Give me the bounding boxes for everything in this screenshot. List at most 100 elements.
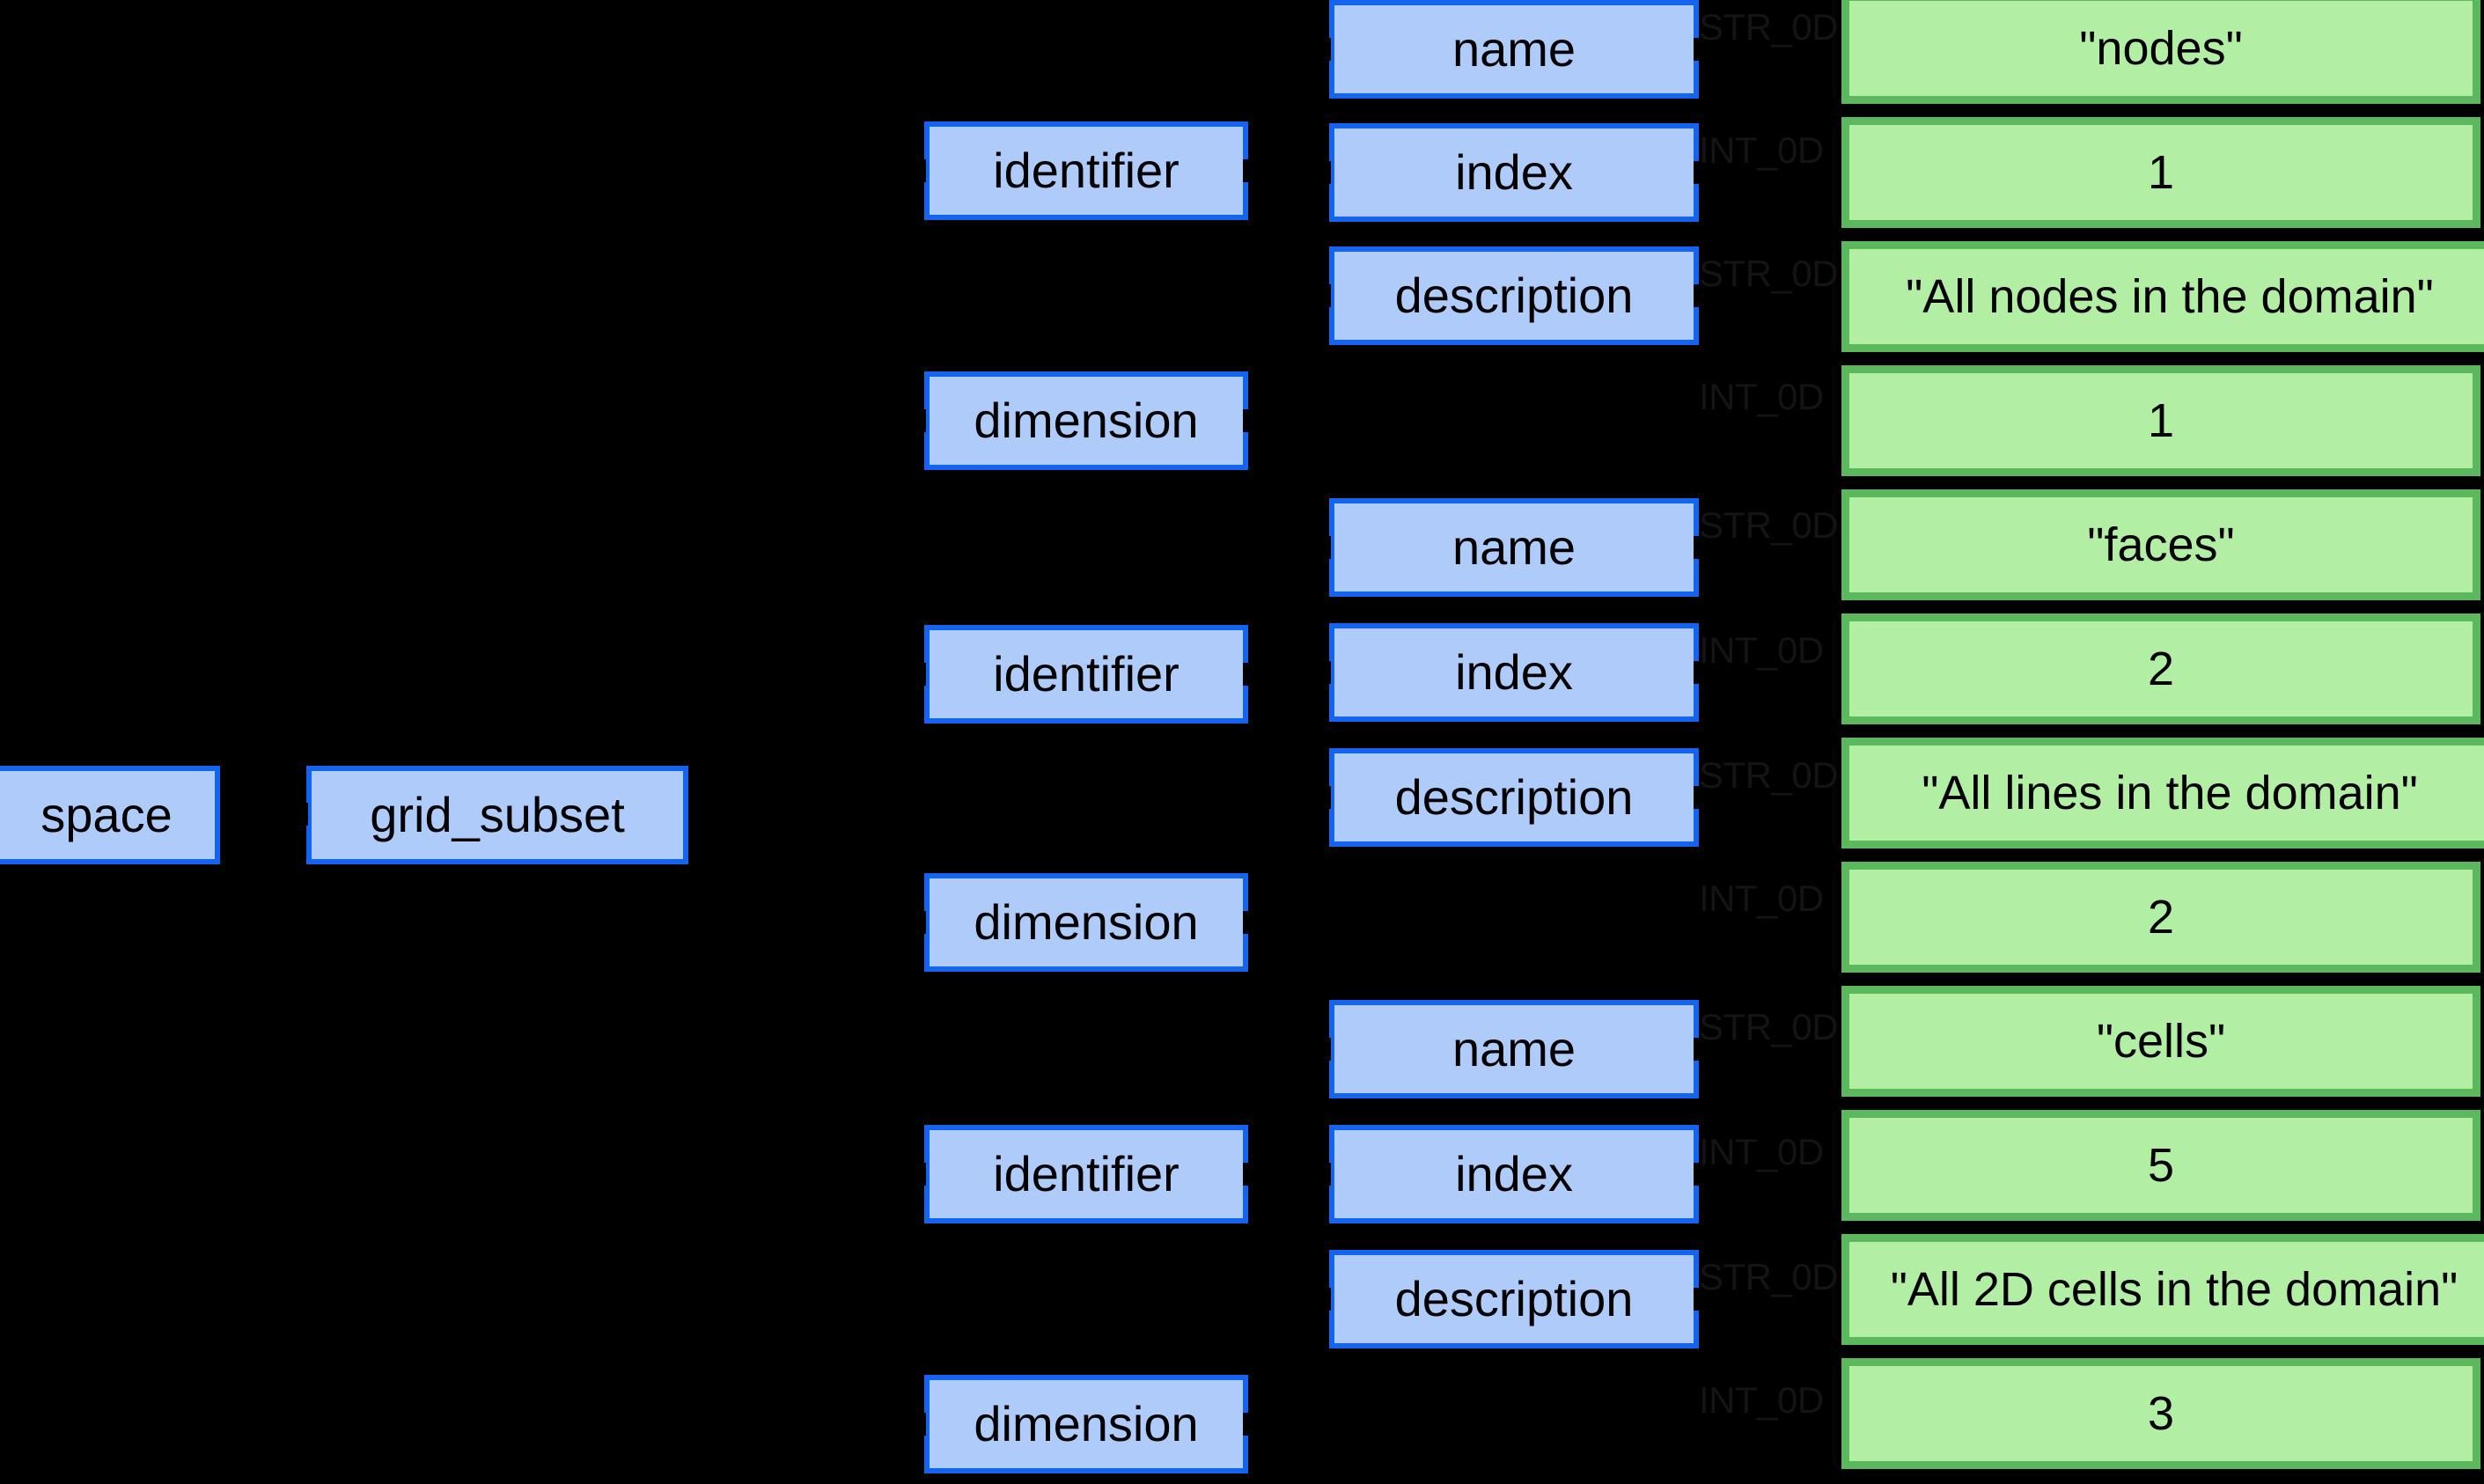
edge-stub-identifier-1-left [917, 159, 926, 182]
node-identifier-1-label: identifier [993, 143, 1180, 198]
value-node-2-text: 1 [2147, 146, 2175, 199]
edge-stub-index-3-right [1694, 1163, 1702, 1186]
edge-stub-name-1-right [1694, 38, 1702, 61]
edge-stub-dimension-3-left [917, 1413, 926, 1436]
value-node-8[interactable]: 2 [1841, 862, 2480, 973]
value-node-5[interactable]: "faces" [1841, 489, 2480, 600]
edge-stub-description-3-left [1322, 1288, 1331, 1311]
edge-label-type-8: INT_0D [1699, 878, 1824, 919]
node-dimension-3[interactable]: dimension [924, 1375, 1248, 1473]
edge-stub-description-2-left [1322, 786, 1331, 809]
edge-stub-index-2-right [1694, 661, 1702, 684]
edge-stub-identifier-3-right [1243, 1163, 1252, 1186]
value-node-10-text: 5 [2147, 1139, 2175, 1192]
edge-stub-name-3-right [1694, 1038, 1702, 1061]
value-node-11-text: "All 2D cells in the domain" [1890, 1263, 2458, 1316]
node-index-3-label: index [1455, 1146, 1573, 1201]
value-node-9-text: "cells" [2096, 1015, 2226, 1068]
node-name-2[interactable]: name [1329, 498, 1699, 597]
edge-stub-identifier-1-right [1243, 159, 1252, 182]
node-identifier-3[interactable]: identifier [924, 1125, 1248, 1223]
node-description-1-label: description [1394, 268, 1634, 323]
node-identifier-2[interactable]: identifier [924, 625, 1248, 724]
node-grid-subset[interactable]: grid_subset [306, 766, 688, 864]
edge-label-type-5: STR_0D [1699, 504, 1839, 546]
node-description-3-label: description [1394, 1271, 1634, 1326]
edge-label-type-11: STR_0D [1699, 1256, 1839, 1297]
edge-stub-dimension-1-right [1243, 409, 1252, 432]
value-node-11[interactable]: "All 2D cells in the domain" [1841, 1234, 2484, 1345]
node-index-1-label: index [1455, 144, 1573, 200]
node-name-3-label: name [1451, 1021, 1576, 1076]
value-node-8-text: 2 [2147, 891, 2175, 944]
node-space[interactable]: space [0, 766, 220, 864]
edge-label-type-3: STR_0D [1699, 253, 1839, 294]
edge-label-type-10: INT_0D [1699, 1131, 1824, 1172]
value-node-4-text: 1 [2147, 394, 2175, 447]
edge-label-type-2: INT_0D [1699, 129, 1824, 171]
node-description-1[interactable]: description [1329, 246, 1699, 345]
edge-stub-name-1-left [1322, 38, 1331, 61]
node-dimension-3-label: dimension [974, 1396, 1199, 1451]
edge-stub-grid-subset-right [688, 803, 697, 826]
edge-label-type-6: INT_0D [1699, 629, 1824, 671]
value-node-4[interactable]: 1 [1841, 365, 2480, 476]
edge-stub-index-1-left [1322, 161, 1331, 184]
node-index-1[interactable]: index [1329, 123, 1699, 222]
node-identifier-3-label: identifier [993, 1146, 1180, 1201]
value-node-5-text: "faces" [2087, 518, 2235, 571]
edge-stub-description-3-right [1694, 1288, 1702, 1311]
edge-stub-dimension-2-right [1243, 911, 1252, 934]
edge-stub-description-1-right [1694, 284, 1702, 307]
value-node-1[interactable]: "nodes" [1841, 0, 2480, 104]
edge-stub-identifier-2-right [1243, 663, 1252, 686]
edge-stub-name-2-right [1694, 536, 1702, 559]
node-description-2-label: description [1394, 769, 1634, 825]
value-node-9[interactable]: "cells" [1841, 986, 2480, 1097]
edge-stub-name-3-left [1322, 1038, 1331, 1061]
edge-stub-dimension-1-left [917, 409, 926, 432]
edge-stub-description-2-right [1694, 786, 1702, 809]
edge-stub-grid-subset-left [299, 803, 308, 826]
node-dimension-2-label: dimension [974, 894, 1199, 950]
edge-label-type-12: INT_0D [1699, 1379, 1824, 1421]
node-dimension-1[interactable]: dimension [924, 371, 1248, 470]
node-name-1[interactable]: name [1329, 0, 1699, 99]
node-name-3[interactable]: name [1329, 1000, 1699, 1098]
edge-stub-dimension-2-left [917, 911, 926, 934]
edge-stub-dimension-3-right [1243, 1413, 1252, 1436]
value-node-7[interactable]: "All lines in the domain" [1841, 738, 2484, 849]
value-node-6[interactable]: 2 [1841, 613, 2480, 724]
edge-label-type-4: INT_0D [1699, 376, 1824, 417]
node-dimension-2[interactable]: dimension [924, 873, 1248, 972]
node-name-2-label: name [1451, 519, 1576, 575]
node-space-label: space [40, 787, 173, 842]
edge-stub-identifier-3-left [917, 1163, 926, 1186]
node-dimension-1-label: dimension [974, 393, 1199, 448]
edge-label-type-1: STR_0D [1699, 6, 1839, 48]
value-node-3-text: "All nodes in the domain" [1906, 270, 2434, 323]
node-index-2[interactable]: index [1329, 623, 1699, 722]
value-node-7-text: "All lines in the domain" [1922, 767, 2418, 819]
node-grid-subset-label: grid_subset [370, 787, 625, 842]
edge-stub-space-right [220, 803, 229, 826]
edge-stub-name-2-left [1322, 536, 1331, 559]
edge-stub-index-1-right [1694, 161, 1702, 184]
edge-stub-index-2-left [1322, 661, 1331, 684]
node-identifier-1[interactable]: identifier [924, 121, 1248, 220]
edge-stub-identifier-2-left [917, 663, 926, 686]
edge-stub-index-3-left [1322, 1163, 1331, 1186]
node-description-3[interactable]: description [1329, 1250, 1699, 1348]
node-identifier-2-label: identifier [993, 646, 1180, 702]
node-description-2[interactable]: description [1329, 748, 1699, 847]
value-node-3[interactable]: "All nodes in the domain" [1841, 241, 2484, 352]
edge-stub-description-1-left [1322, 284, 1331, 307]
node-index-3[interactable]: index [1329, 1125, 1699, 1223]
value-node-2[interactable]: 1 [1841, 117, 2480, 228]
value-node-12[interactable]: 3 [1841, 1358, 2480, 1469]
value-node-10[interactable]: 5 [1841, 1110, 2480, 1221]
edge-label-type-7: STR_0D [1699, 754, 1839, 796]
node-name-1-label: name [1451, 21, 1576, 77]
value-node-1-text: "nodes" [2079, 22, 2243, 75]
